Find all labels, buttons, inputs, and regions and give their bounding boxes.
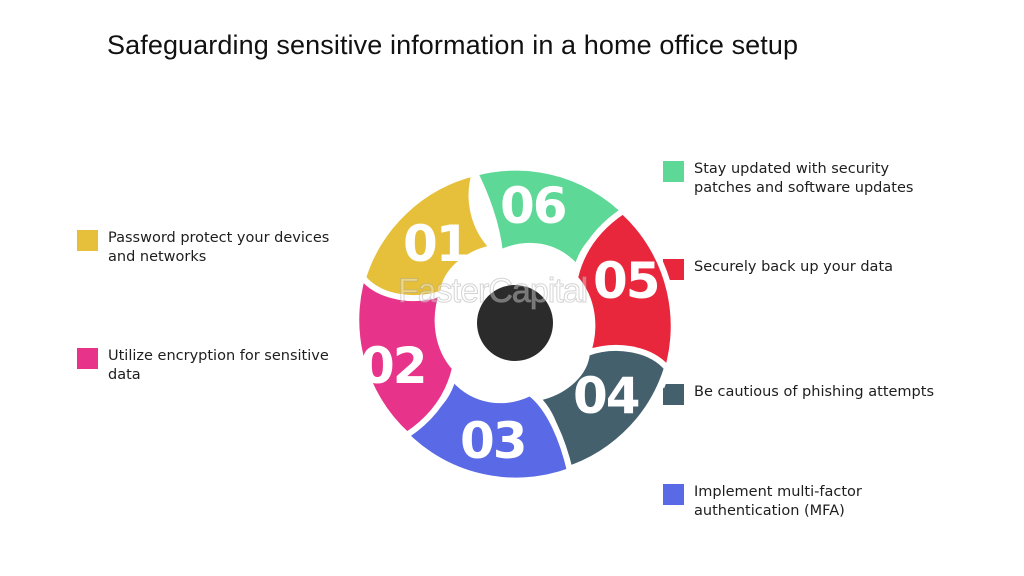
segment-01 — [359, 168, 500, 301]
legend-swatch-yellow — [77, 230, 98, 251]
legend-swatch-blue — [663, 484, 684, 505]
segment-number-05: 05 — [593, 252, 659, 310]
legend-item-06: Stay updated with security patches and s… — [663, 160, 934, 198]
legend-swatch-pink — [77, 348, 98, 369]
legend-item-02: Utilize encryption for sensitive data — [77, 347, 348, 385]
segment-number-01: 01 — [403, 215, 469, 273]
legend-item-04: Be cautious of phishing attempts — [663, 383, 934, 405]
legend-swatch-green — [663, 161, 684, 182]
segment-number-03: 03 — [460, 412, 526, 470]
page-title: Safeguarding sensitive information in a … — [107, 30, 799, 60]
legend-text: Password protect your devices and networ… — [108, 230, 330, 265]
pinwheel-diagram: 01 02 03 04 05 06 — [353, 164, 677, 484]
legend-item-01: Password protect your devices and networ… — [77, 229, 348, 267]
legend-swatch-slate — [663, 384, 684, 405]
segment-number-04: 04 — [573, 367, 639, 425]
segment-number-06: 06 — [500, 177, 566, 235]
legend-text: Securely back up your data — [694, 259, 894, 275]
legend-item-05: Securely back up your data — [663, 258, 934, 280]
legend-text: Implement multi-factor authentication (M… — [694, 484, 862, 519]
center-dot — [477, 285, 553, 361]
legend-item-03: Implement multi-factor authentication (M… — [663, 483, 934, 521]
segment-number-02: 02 — [360, 337, 426, 395]
legend-text: Utilize encryption for sensitive data — [108, 348, 329, 383]
legend-text: Stay updated with security patches and s… — [694, 161, 914, 196]
legend-text: Be cautious of phishing attempts — [694, 384, 934, 400]
